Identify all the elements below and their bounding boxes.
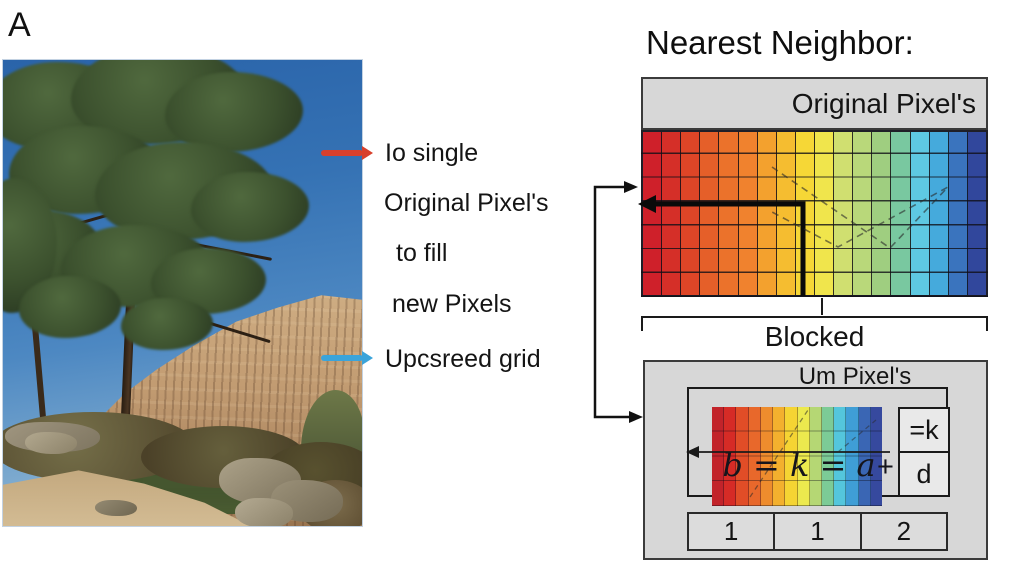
pixel-column	[757, 132, 777, 295]
pixel-column	[681, 132, 701, 295]
weight-cell-1: 1	[689, 514, 776, 549]
pixel-column	[736, 407, 749, 506]
photo-rock	[95, 500, 137, 516]
pixel-column	[795, 132, 815, 295]
pixel-column	[948, 132, 968, 295]
red-arrow-head	[362, 146, 373, 160]
weight-cells-row: 1 1 2	[687, 512, 948, 551]
annotation-line-5: Upcsreed grid	[385, 345, 541, 373]
pixel-column	[719, 132, 739, 295]
original-pixels-header: Original Pixel's	[641, 77, 988, 130]
red-arrow-icon	[321, 146, 373, 160]
pixel-column	[712, 407, 725, 506]
photo-foliage	[121, 298, 213, 350]
photo-rock	[25, 432, 77, 454]
blocked-label: Blocked	[764, 321, 865, 352]
pixel-column	[643, 132, 663, 295]
weight-cell-3: 2	[896, 516, 912, 546]
blue-arrow-shaft	[321, 355, 363, 361]
branch-arrowhead-top-icon	[624, 181, 638, 193]
pixel-column	[891, 132, 911, 295]
pixel-column	[662, 132, 682, 295]
pixel-column	[929, 132, 949, 295]
original-pixels-header-label: Original Pixel's	[791, 87, 976, 119]
pixel-column	[870, 407, 883, 506]
blue-arrow-icon	[321, 351, 373, 365]
um-pixels-header: Um Pixel's	[798, 363, 912, 390]
k-cell: =k	[900, 409, 948, 453]
plus-sign: +	[877, 451, 894, 483]
formula-text: b = k = a	[722, 446, 876, 484]
blue-arrow-head	[362, 351, 373, 365]
branch-arrowhead-bottom-icon	[629, 411, 643, 423]
annotation-line-4: new Pixels	[392, 290, 512, 318]
photo-foliage	[19, 276, 121, 338]
panel-label: A	[8, 6, 31, 44]
photo-foliage	[165, 72, 303, 152]
branch-connector-line	[593, 185, 631, 419]
photo-rock	[235, 498, 293, 526]
annotation-line-3: to fill	[396, 239, 448, 267]
photo-foliage	[191, 172, 309, 242]
pixel-column	[910, 132, 930, 295]
annotation-line-2: Original Pixel's	[384, 189, 549, 217]
pixel-column	[834, 132, 854, 295]
d-cell: d	[916, 458, 932, 489]
red-arrow-shaft	[321, 150, 363, 156]
pixel-column	[700, 132, 720, 295]
landscape-photo	[2, 59, 363, 527]
pixel-column	[809, 407, 822, 506]
original-pixels-grid	[641, 130, 988, 297]
pixel-column	[738, 132, 758, 295]
kd-cells: =k d	[898, 407, 950, 497]
weight-cell-2: 1	[775, 514, 862, 549]
pixel-column	[724, 407, 737, 506]
pixel-column	[967, 132, 986, 295]
pixel-column	[872, 132, 892, 295]
pixel-column	[814, 132, 835, 295]
pixel-column	[821, 407, 835, 506]
diagram-title: Nearest Neighbor:	[646, 24, 914, 61]
pixel-column	[776, 132, 796, 295]
annotation-line-1: Io single	[385, 139, 479, 167]
pixel-column	[853, 132, 873, 295]
